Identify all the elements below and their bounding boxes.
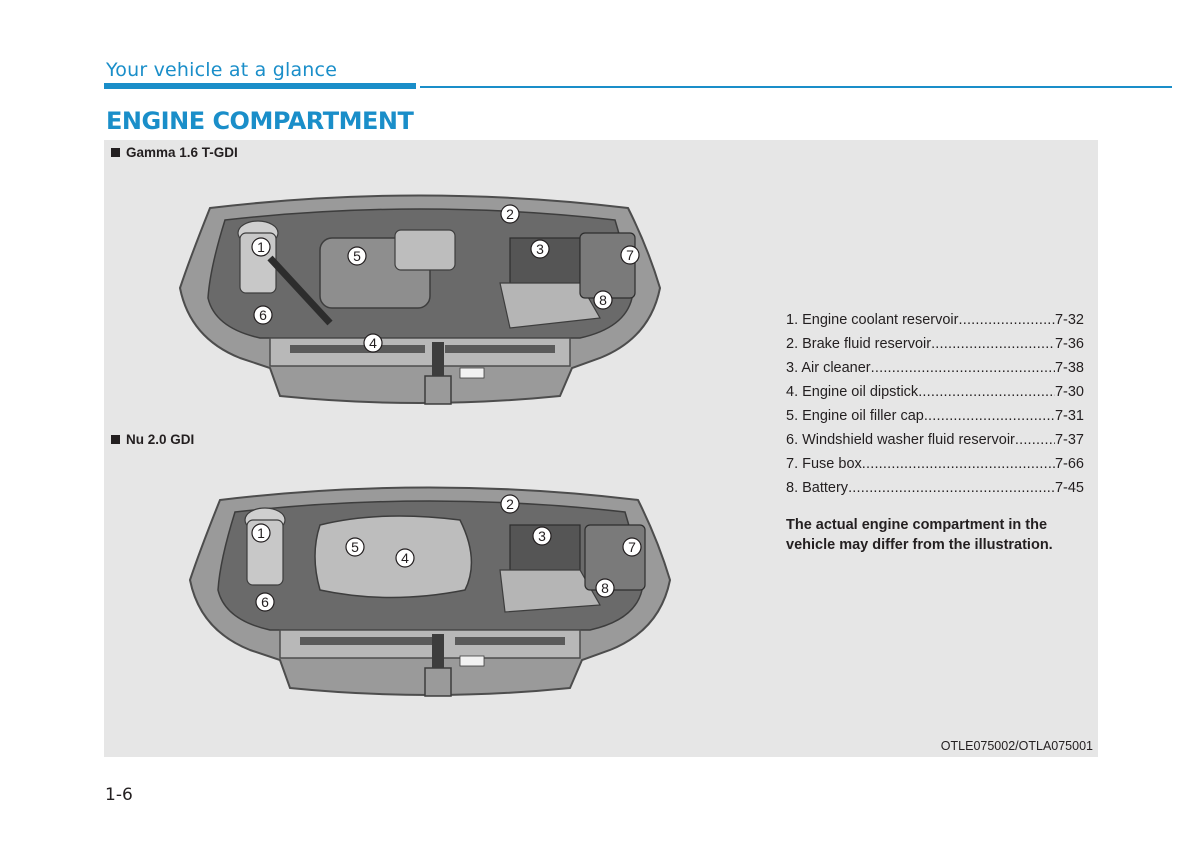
legend-item: 3. Air cleaner 7-38 [786,356,1084,380]
legend-item: 8. Battery 7-45 [786,476,1084,500]
legend-item-name: 7. Fuse box [786,456,862,472]
legend-item-name: 1. Engine coolant reservoir [786,312,959,328]
bullet-square-icon [111,148,120,157]
section-title: Your vehicle at a glance [106,59,338,81]
callout-8: 8 [593,290,613,310]
leader-dots [918,380,1055,404]
page-number: 1-6 [105,785,133,805]
callout-4: 4 [395,548,415,568]
callouts-gamma: 1 2 3 4 5 6 7 8 [251,204,640,353]
legend-item: 7. Fuse box 7-66 [786,452,1084,476]
callout-number: 4 [369,335,377,351]
callout-2: 2 [500,204,520,224]
legend-item-page-ref: 7-32 [1054,312,1084,328]
callout-2: 2 [500,494,520,514]
leader-dots [959,308,1055,332]
callout-3: 3 [532,526,552,546]
legend-item-name: 4. Engine oil dipstick [786,384,919,400]
callout-number: 5 [353,248,361,264]
engine-illustration-gamma: 1 2 3 4 5 6 7 8 [178,194,662,405]
callout-number: 1 [257,239,265,255]
callout-number: 4 [401,550,409,566]
legend-item-name: 6. Windshield washer fluid reservoir [786,432,1015,448]
callout-number: 3 [538,528,546,544]
legend-item: 1. Engine coolant reservoir 7-32 [786,308,1084,332]
legend-item-page-ref: 7-37 [1054,432,1084,448]
legend-item: 4. Engine oil dipstick 7-30 [786,380,1084,404]
callout-6: 6 [255,592,275,612]
callout-number: 6 [261,594,269,610]
header-rule-thick [104,83,416,89]
legend-item: 5. Engine oil filler cap 7-31 [786,404,1084,428]
callout-number: 2 [506,206,514,222]
leader-dots [848,476,1055,500]
engine-label-nu: Nu 2.0 GDI [111,432,194,447]
callout-number: 8 [601,580,609,596]
header-rule-thin [420,86,1172,88]
legend-item-page-ref: 7-45 [1054,480,1084,496]
leader-dots [1015,428,1055,452]
component-legend: 1. Engine coolant reservoir 7-32 2. Brake… [786,308,1084,500]
image-code: OTLE075002/OTLA075001 [940,739,1093,753]
callout-6: 6 [253,305,273,325]
callout-7: 7 [620,245,640,265]
legend-item: 2. Brake fluid reservoir 7-36 [786,332,1084,356]
engine-label-gamma: Gamma 1.6 T-GDI [111,145,238,160]
callout-1: 1 [251,237,271,257]
callout-5: 5 [345,537,365,557]
callout-number: 6 [259,307,267,323]
engine-illustration-nu: 1 2 3 4 5 6 7 8 [188,486,672,697]
engine-label-text: Nu 2.0 GDI [126,432,195,447]
engine-label-text: Gamma 1.6 T-GDI [126,145,238,160]
legend-item-page-ref: 7-36 [1054,336,1084,352]
callout-number: 5 [351,539,359,555]
callout-5: 5 [347,246,367,266]
callout-number: 1 [257,525,265,541]
callout-number: 7 [626,247,634,263]
legend-item-page-ref: 7-66 [1054,456,1084,472]
illustration-note: The actual engine compartment in the veh… [786,517,1053,553]
leader-dots [871,356,1055,380]
page-heading: ENGINE COMPARTMENT [106,107,414,135]
legend-item: 6. Windshield washer fluid reservoir 7-37 [786,428,1084,452]
leader-dots [931,332,1055,356]
legend-item-page-ref: 7-30 [1054,384,1084,400]
legend-item-page-ref: 7-38 [1054,360,1084,376]
callout-number: 7 [628,539,636,555]
callout-number: 3 [536,241,544,257]
legend-item-name: 2. Brake fluid reservoir [786,336,932,352]
callout-3: 3 [530,239,550,259]
legend-item-name: 8. Battery [786,480,849,496]
callout-1: 1 [251,523,271,543]
callout-7: 7 [622,537,642,557]
callout-number: 8 [599,292,607,308]
legend-item-name: 5. Engine oil filler cap [786,408,924,424]
leader-dots [924,404,1055,428]
legend-item-name: 3. Air cleaner [786,360,871,376]
callouts-nu: 1 2 3 4 5 6 7 8 [251,494,642,612]
callout-8: 8 [595,578,615,598]
callout-4: 4 [363,333,383,353]
legend-item-page-ref: 7-31 [1054,408,1084,424]
callout-number: 2 [506,496,514,512]
leader-dots [862,452,1055,476]
bullet-square-icon [111,435,120,444]
